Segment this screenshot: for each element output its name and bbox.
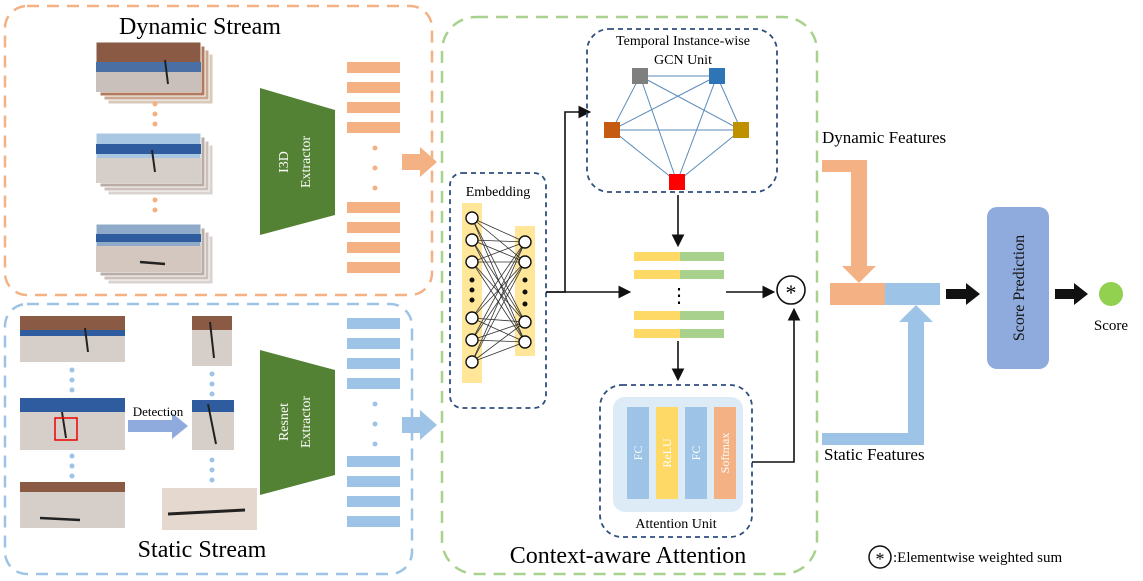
attention-fc2-label: FC bbox=[689, 446, 703, 461]
resnet-extractor-label: Resnet bbox=[277, 403, 292, 441]
dynamic-stream-title: Dynamic Stream bbox=[119, 14, 281, 40]
dynamic-dots-1 bbox=[152, 101, 158, 127]
resnet-extractor-label-2: Extractor bbox=[299, 396, 314, 448]
static-feature-bars bbox=[347, 318, 400, 527]
fused-ellipsis: ⋮ bbox=[669, 285, 689, 307]
attention-relu bbox=[656, 407, 678, 499]
weighted-sum-symbol: * bbox=[786, 280, 797, 305]
embedding-ellipsis-dots bbox=[469, 277, 528, 307]
dynamic-dots-2 bbox=[152, 197, 158, 213]
fused-feature-rows bbox=[634, 252, 724, 338]
embedding-box bbox=[449, 172, 547, 409]
static-frame-3 bbox=[20, 482, 125, 528]
score-prediction-label: Score Prediction bbox=[1011, 235, 1028, 341]
detection-label: Detection bbox=[133, 404, 184, 419]
static-features-label: Static Features bbox=[824, 445, 925, 464]
attention-fc2 bbox=[685, 407, 707, 499]
attention-softmax bbox=[714, 407, 736, 499]
embedding-nodes bbox=[465, 211, 532, 369]
gcn-node-red bbox=[669, 174, 685, 190]
score-prediction-box bbox=[987, 207, 1049, 369]
dynamic-stream-box bbox=[3, 4, 434, 297]
attention-to-weighted-sum-connector bbox=[752, 307, 801, 463]
legend-operator-symbol: * bbox=[876, 549, 885, 569]
gcn-node-gray bbox=[632, 68, 648, 84]
context-attention-title: Context-aware Attention bbox=[510, 543, 747, 569]
attention-unit-box bbox=[599, 384, 753, 538]
embedding-to-gcn-connector bbox=[546, 105, 592, 293]
detected-crop-1 bbox=[192, 316, 232, 366]
dynamic-to-embedding-arrow bbox=[402, 147, 437, 177]
static-frame-1 bbox=[20, 316, 125, 362]
concat-to-score-arrow bbox=[946, 283, 980, 305]
dynamic-frame-stack-bottom bbox=[95, 223, 214, 285]
detected-crop-2 bbox=[192, 400, 234, 450]
resnet-extractor bbox=[260, 350, 335, 495]
static-dots-1 bbox=[69, 367, 75, 393]
embedding-edges bbox=[471, 217, 526, 363]
dynamic-frame-stack-mid bbox=[95, 132, 214, 196]
context-attention-box bbox=[440, 15, 819, 576]
legend-text: :Elementwise weighted sum bbox=[893, 550, 1062, 566]
prediction-to-score-arrow bbox=[1055, 283, 1088, 305]
static-to-embedding-arrow bbox=[402, 410, 437, 440]
detected-dots-2 bbox=[209, 457, 215, 483]
legend-operator-icon bbox=[868, 545, 892, 569]
static-frame-2 bbox=[20, 398, 125, 450]
detected-crop-3 bbox=[162, 488, 257, 530]
i3d-extractor-label: I3D bbox=[277, 151, 292, 173]
attention-fc1-label: FC bbox=[631, 446, 645, 461]
attention-fc1 bbox=[627, 407, 649, 499]
detected-dots-1 bbox=[209, 371, 215, 397]
concat-static-segment bbox=[885, 283, 940, 305]
static-stream-title: Static Stream bbox=[138, 537, 267, 563]
dynamic-frame-stack-top bbox=[95, 41, 214, 105]
embedding-label: Embedding bbox=[466, 185, 531, 200]
i3d-extractor-label-2: Extractor bbox=[299, 136, 314, 188]
weighted-sum-operator bbox=[776, 275, 806, 305]
concat-dynamic-segment bbox=[830, 283, 885, 305]
i3d-extractor bbox=[260, 88, 335, 235]
dynamic-feature-bars bbox=[347, 62, 400, 273]
score-label: Score bbox=[1094, 318, 1128, 334]
dynamic-features-arrow bbox=[822, 160, 876, 283]
gcn-node-gold bbox=[733, 122, 749, 138]
static-stream-box bbox=[3, 302, 414, 576]
static-features-arrow bbox=[822, 305, 933, 445]
gcn-node-blue bbox=[709, 68, 725, 84]
gcn-unit-label-line1: Temporal Instance-wise bbox=[616, 34, 750, 49]
gcn-unit-box bbox=[586, 28, 778, 193]
static-dots-2 bbox=[69, 453, 75, 479]
gcn-edges bbox=[611, 75, 742, 183]
gcn-unit-label-line2: GCN Unit bbox=[654, 53, 712, 68]
attention-unit-label: Attention Unit bbox=[635, 517, 716, 532]
dynamic-features-label: Dynamic Features bbox=[822, 128, 946, 147]
detection-arrow bbox=[128, 413, 188, 439]
attention-softmax-label: Softmax bbox=[718, 433, 732, 474]
attention-relu-label: ReLU bbox=[660, 438, 674, 468]
score-dot bbox=[1099, 282, 1123, 306]
gcn-node-orange bbox=[604, 122, 620, 138]
